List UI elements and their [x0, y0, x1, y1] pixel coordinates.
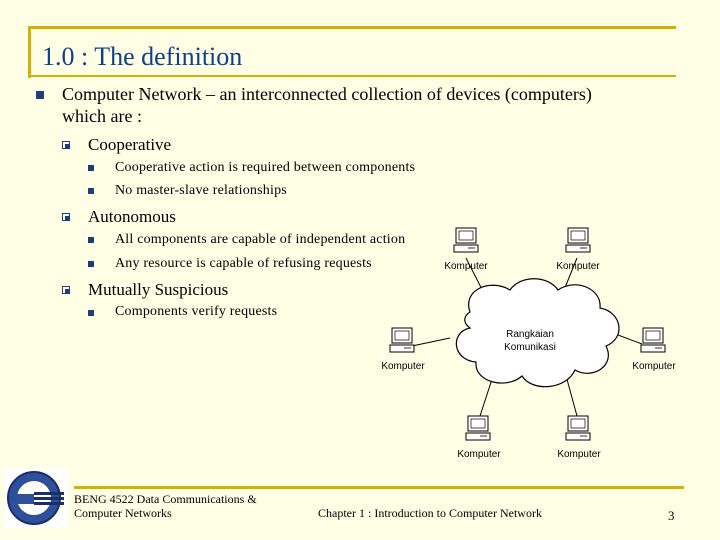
title-underline-rule: [28, 75, 676, 77]
footer-course-line-1: BENG 4522 Data Communications &: [74, 492, 257, 506]
page-number: 3: [668, 508, 675, 523]
computer-icon: [565, 415, 591, 441]
computer-icon: [453, 227, 479, 253]
title-frame-left-rule: [28, 26, 31, 78]
list-item: All components are capable of independen…: [115, 232, 406, 247]
title-frame-top-rule: [28, 26, 676, 29]
computer-label: Komputer: [444, 261, 488, 272]
list-item: No master-slave relationships: [115, 183, 287, 198]
connection-line: [411, 337, 451, 347]
computer-label: Komputer: [557, 449, 601, 460]
computer-label: Komputer: [556, 261, 600, 272]
bullet-square-icon: [88, 165, 94, 171]
footer-rule: [74, 486, 684, 489]
footer-chapter: Chapter 1 : Introduction to Computer Net…: [318, 506, 542, 520]
network-diagram: Rangkaian Komunikasi Komput: [381, 227, 676, 460]
computer-label: Komputer: [457, 449, 501, 460]
computer-icon: [565, 227, 591, 253]
list-item: Cooperative action is required between c…: [115, 160, 416, 175]
bullet-square-icon: [88, 261, 94, 267]
hollow-square-bullet-icon: [62, 141, 70, 149]
list-item: Any resource is capable of refusing requ…: [115, 256, 372, 271]
intro-text-line-1: Computer Network – an interconnected col…: [62, 84, 592, 104]
bullet-square-icon: [88, 237, 94, 243]
group-heading-mutually-suspicious: Mutually Suspicious: [88, 280, 229, 299]
university-logo: [4, 468, 68, 528]
cloud-label-line-1: Rangkaian: [506, 329, 554, 340]
computer-label: Komputer: [632, 361, 676, 372]
group-heading-cooperative: Cooperative: [88, 135, 172, 154]
hollow-square-bullet-icon: [62, 213, 70, 221]
bullet-square-icon: [88, 188, 94, 194]
slide-title: 1.0 : The definition: [42, 42, 243, 71]
bullet-square-icon: [36, 91, 44, 99]
bullet-square-icon: [88, 310, 94, 316]
intro-text-line-2: which are :: [62, 106, 142, 126]
list-item: Components verify requests: [115, 304, 278, 319]
computer-icon: [640, 327, 666, 353]
computer-label: Komputer: [381, 361, 425, 372]
communication-cloud: [455, 278, 620, 388]
footer-course-line-2: Computer Networks: [74, 506, 172, 520]
computer-icon: [465, 415, 491, 441]
cloud-label-line-2: Komunikasi: [504, 342, 556, 353]
group-heading-autonomous: Autonomous: [88, 207, 176, 226]
hollow-square-bullet-icon: [62, 286, 70, 294]
computer-icon: [389, 327, 415, 353]
